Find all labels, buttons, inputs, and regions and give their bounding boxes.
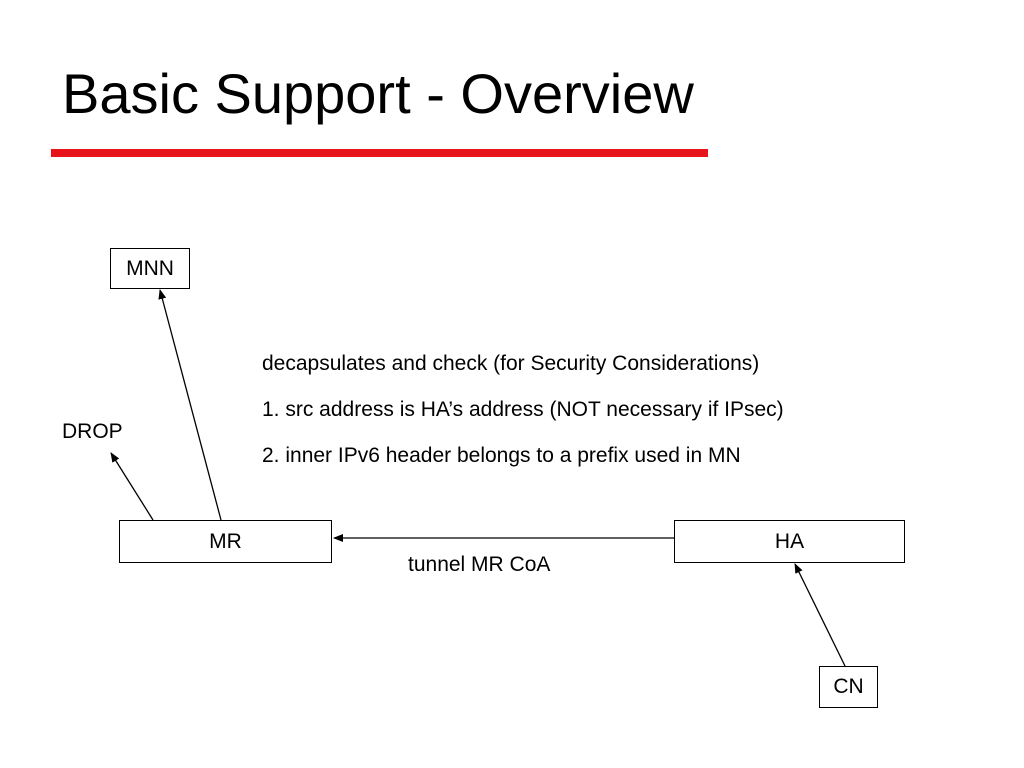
mnn-node: MNN: [110, 248, 190, 289]
slide-title: Basic Support - Overview: [62, 62, 694, 125]
ha-node-label: HA: [774, 529, 805, 553]
tunnel-label: tunnel MR CoA: [408, 553, 551, 576]
cn-node: CN: [819, 666, 878, 708]
arrow-cn-to-ha: [794, 563, 846, 667]
note-src-address: 1. src address is HA’s address (NOT nece…: [262, 398, 784, 421]
drop-label: DROP: [62, 420, 123, 443]
arrow-mr-to-mnn: [158, 289, 222, 521]
arrow-mr-to-drop: [110, 452, 154, 521]
cn-node-label: CN: [833, 675, 864, 698]
title-underline: [51, 149, 708, 157]
note-inner-header: 2. inner IPv6 header belongs to a prefix…: [262, 444, 741, 467]
mnn-node-label: MNN: [126, 256, 174, 280]
mr-node: MR: [119, 520, 332, 563]
note-decapsulate: decapsulates and check (for Security Con…: [262, 352, 760, 375]
ha-node: HA: [674, 520, 905, 563]
mr-node-label: MR: [209, 529, 242, 553]
